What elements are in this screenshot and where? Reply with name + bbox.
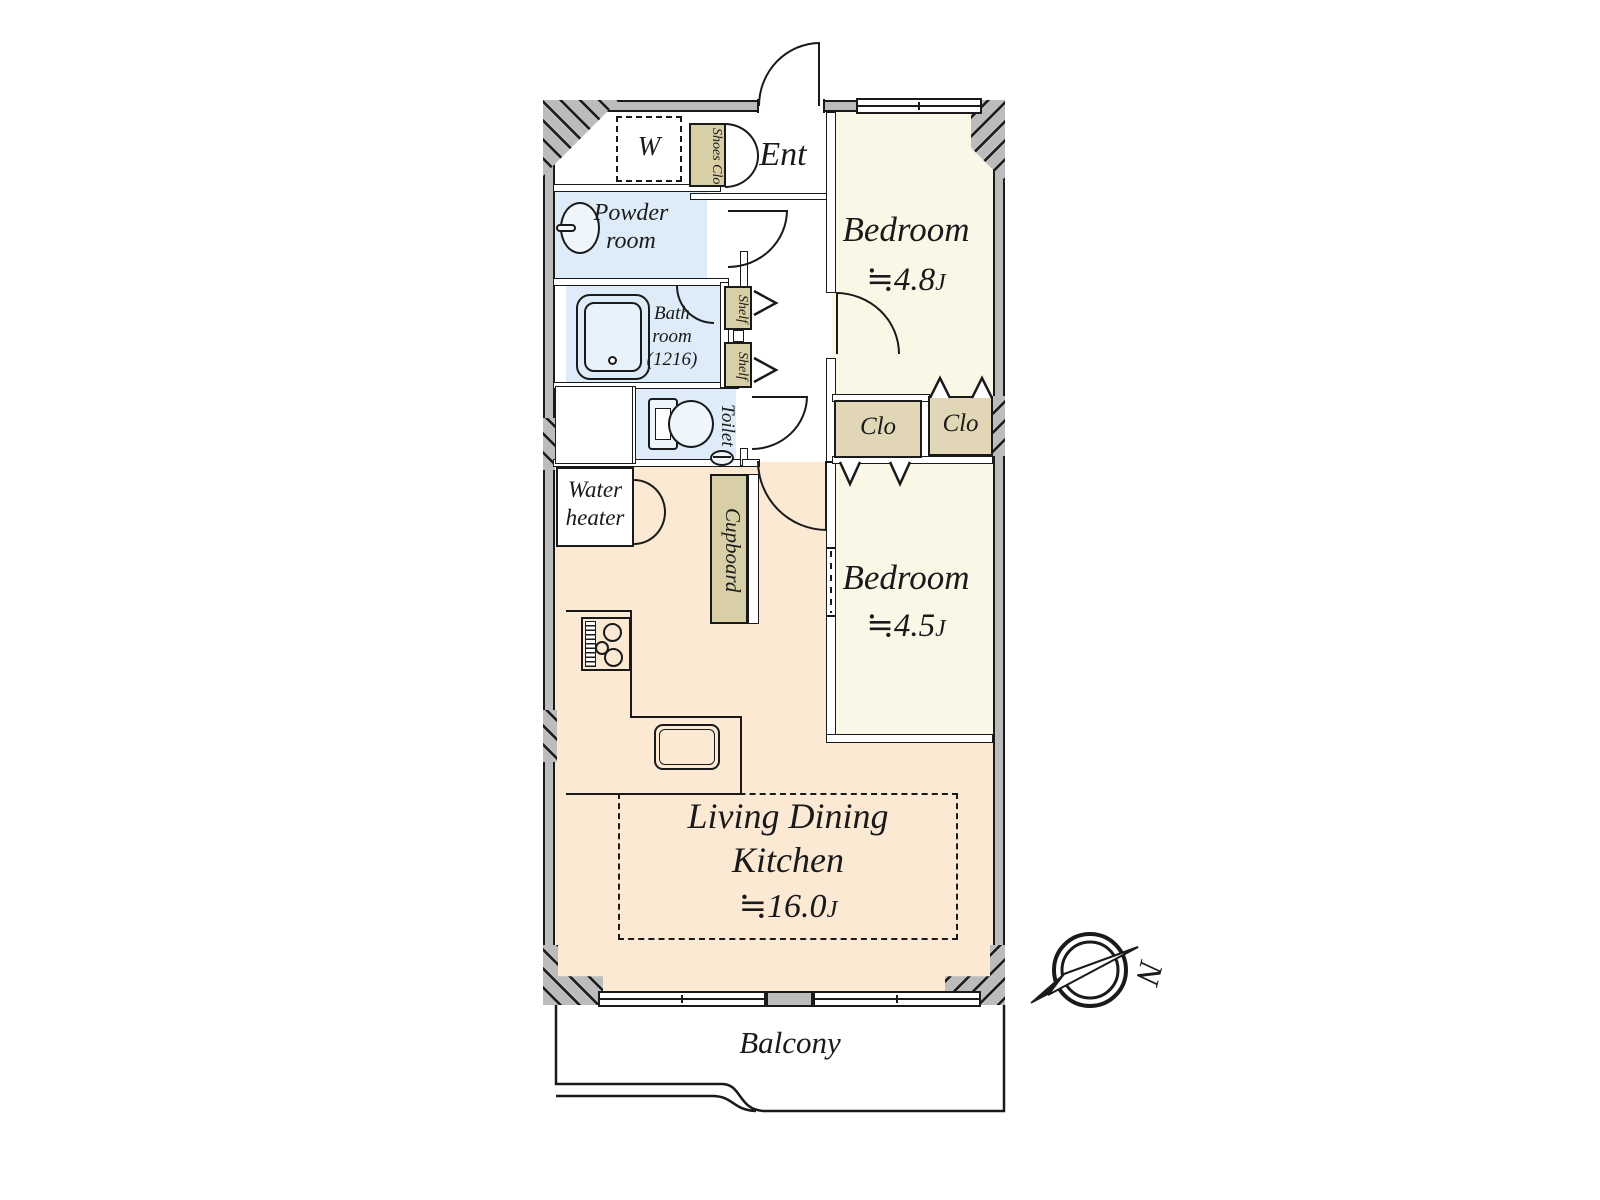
entrance-label: Ent: [759, 136, 807, 173]
ldk-area-value: ≒16.0: [738, 888, 827, 925]
ldk-area-unit: J: [826, 896, 838, 923]
balcony-label: Balcony: [739, 1025, 841, 1060]
wall-hatch-left-upper: [543, 418, 555, 470]
counter-line-step: [630, 716, 742, 718]
toilet-basin-faucet: [713, 456, 731, 458]
entrance-door: [758, 42, 820, 106]
compass-inner-ring: [1060, 940, 1120, 1000]
powder-room-label-2: room: [606, 228, 656, 254]
cupboard-label: Cupboard: [721, 507, 745, 593]
shelf-lower-box: [724, 342, 752, 388]
wall-main-seg3: [826, 462, 836, 548]
stove-grill: [585, 621, 596, 667]
outer-wall-left: [543, 100, 555, 1005]
compass-north-label: N: [1127, 956, 1169, 991]
compass-outer-ring: [1052, 932, 1128, 1008]
powder-room-label-1: Powder: [593, 200, 669, 226]
bathroom-label-1: Bath: [654, 303, 690, 324]
shelf-lower-label: Shelf: [735, 352, 750, 380]
compass-needle-dark: [1030, 946, 1139, 1004]
compass-needle-light: [1047, 946, 1139, 996]
shoes-closet-label: Shoes Clo: [709, 127, 724, 185]
ldk-label-1: Living Dining: [687, 796, 889, 836]
bedroom-1-window: [856, 98, 982, 114]
counter-line-top: [566, 610, 632, 612]
ldk-area: ≒16.0J: [618, 888, 958, 926]
water-heater-label-2: heater: [565, 505, 625, 530]
water-heater-label-1: Water: [567, 477, 623, 502]
shelf-upper-box: [724, 286, 752, 330]
wall-column-right: [993, 396, 1005, 456]
cupboard-front: [748, 474, 759, 624]
washer-box: [616, 116, 682, 182]
ldk-window-left: [598, 991, 766, 1007]
bedroom-1-area-unit: J: [935, 270, 946, 296]
sliding-door-track: [830, 551, 832, 613]
window-mullion: [681, 995, 683, 1003]
storeroom-box: [555, 386, 633, 464]
wall-powder-bath: [553, 278, 729, 286]
water-heater-box: [556, 467, 634, 547]
bathroom-label-3: (1216): [646, 349, 698, 370]
ldk-window-right: [813, 991, 981, 1007]
bedroom-1-area: ≒4.8J: [806, 262, 1006, 299]
bedroom-2-area-unit: J: [935, 616, 946, 642]
ldk-dashed-zone: [618, 793, 958, 940]
wall-ent-step: [690, 193, 832, 200]
wall-powder-top: [553, 184, 721, 192]
closet-right-label: Clo: [942, 410, 979, 437]
bedroom-1-area-value: ≒4.8: [866, 262, 936, 298]
toilet-basin: [710, 450, 734, 466]
counter-line-right-lower: [740, 716, 742, 795]
toilet-label: Toilet: [717, 403, 738, 447]
wall-bedroom-2-bottom: [826, 734, 993, 743]
powder-sink-faucet: [556, 224, 576, 232]
counter-line-right-upper: [630, 610, 632, 718]
closet-right-box: [928, 396, 993, 456]
balcony-kerb-line: [556, 1094, 757, 1113]
bedroom-2-area: ≒4.5J: [806, 608, 1006, 645]
stove-burner-1: [603, 623, 622, 642]
window-mullion: [918, 102, 920, 110]
closet-left-label: Clo: [859, 413, 897, 440]
bathroom-label-2: room: [652, 326, 692, 347]
sliding-door-bedroom-2: [826, 548, 836, 616]
wall-hatch-left-lower: [543, 710, 557, 762]
shelf-divider: [733, 330, 744, 342]
ldk-label-2: Kitchen: [732, 840, 844, 880]
kitchen-sink-inner: [659, 729, 715, 765]
bedroom-2-area-value: ≒4.5: [866, 608, 936, 644]
window-mullion: [896, 995, 898, 1003]
bedroom-1-label: Bedroom: [842, 210, 970, 249]
washer-label: W: [637, 131, 661, 161]
toilet-bowl: [668, 400, 714, 448]
cupboard-box: [710, 474, 748, 624]
stove-burner-3: [604, 648, 623, 667]
wall-main-seg1: [826, 112, 836, 293]
closet-left-box: [834, 400, 922, 458]
bedroom-1-floor: [832, 112, 993, 398]
bedroom-2-floor: [832, 462, 993, 738]
compass: N: [1030, 932, 1170, 1008]
ldk-floor-right: [832, 738, 993, 993]
bedroom-2-label: Bedroom: [842, 558, 970, 597]
bathtub-drain: [608, 356, 617, 365]
shelf-upper-label: Shelf: [735, 295, 750, 323]
window-pier: [766, 991, 813, 1007]
